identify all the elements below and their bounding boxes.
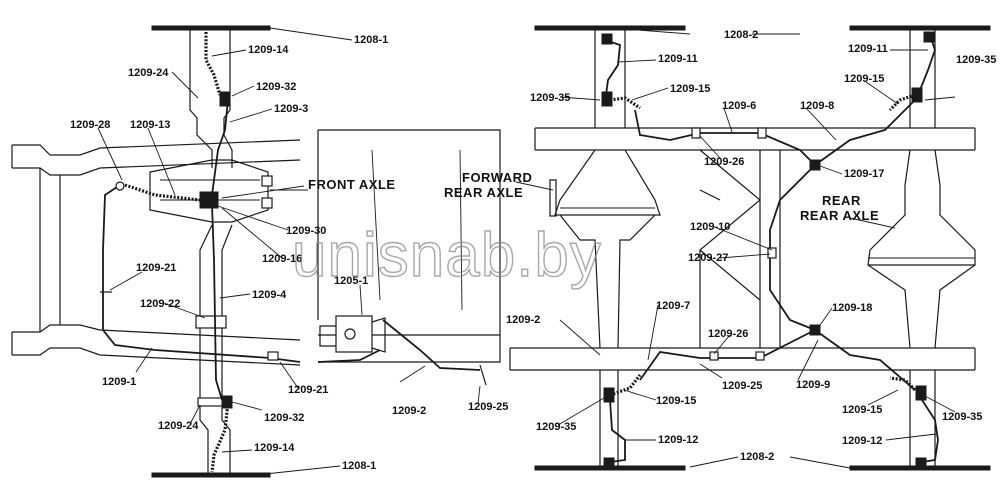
label-1209-9: 1209-9 [796,379,830,391]
label-1209-15-top-right: 1209-15 [844,73,884,85]
label-1209-27: 1209-27 [688,252,728,264]
label-1209-32-top: 1209-32 [256,81,296,93]
label-1209-10: 1209-10 [690,221,730,233]
label-1209-16: 1209-16 [262,253,302,265]
label-1209-22: 1209-22 [140,298,180,310]
tube-1209-11-left [604,39,621,96]
label-1209-21-bottom: 1209-21 [288,384,328,396]
fwd-rear-wheel-bottom [534,465,686,471]
front-axle-section [11,25,301,478]
label-1209-17: 1209-17 [844,168,884,180]
caption-forward-rear-axle-2: REAR AXLE [444,185,523,200]
label-1209-3: 1209-3 [274,103,308,115]
tube-1209-4 [211,204,223,401]
label-1209-26-bottom: 1209-26 [708,328,748,340]
label-1209-28: 1209-28 [70,119,110,131]
caption-front-axle: FRONT AXLE [308,177,396,192]
rear-frame-rail-bottom [509,347,976,371]
label-1209-15-bottom-left: 1209-15 [656,395,696,407]
label-1209-18: 1209-18 [832,302,872,314]
label-1209-15-bottom-right: 1209-15 [842,404,882,416]
caption-forward-rear-axle-1: FORWARD [462,170,532,185]
label-1209-14-bottom: 1209-14 [254,442,295,454]
rear-frame-rail-top [534,127,976,151]
part-labels: 1208-1 1209-14 1209-24 1209-32 1209-3 12… [70,29,996,472]
tube-1209-2-mid [382,319,481,371]
tube-1209-9 [814,329,916,391]
tube-1209-1 [102,184,301,363]
tube-1209-7 [639,329,816,381]
tube-1209-8 [814,99,916,166]
label-1209-21-left: 1209-21 [136,262,176,274]
tube-1209-3 [211,99,229,196]
hose-1209-13 [124,183,201,202]
middle-section [317,129,501,386]
rear-rear-wheel-bottom [849,465,991,471]
label-1209-7: 1209-7 [656,300,690,312]
label-1209-35-bottom-left: 1209-35 [536,421,576,433]
front-wheel-top [151,25,271,31]
rear-rear-wheel-top [849,25,991,31]
left-frame-rails [11,139,301,366]
front-differential [149,159,269,223]
label-1209-26-top: 1209-26 [704,156,744,168]
label-1209-25-mid: 1209-25 [468,401,508,413]
hose-1209-15-tr [888,93,916,112]
label-1209-2-right: 1209-2 [506,314,540,326]
label-1209-32-bottom: 1209-32 [264,412,304,424]
leader-lines [97,27,956,475]
caption-rear-rear-axle-2: REAR AXLE [800,208,879,223]
label-1209-25-right: 1209-25 [722,380,762,392]
label-1209-35-top-right: 1209-35 [956,54,996,66]
hose-1209-14-top [204,32,222,96]
label-1209-6: 1209-6 [722,100,756,112]
front-wheel-bottom [151,472,271,478]
hose-1209-14-bottom [210,401,230,473]
watermark: unisnab.by [292,221,602,290]
label-1209-8: 1209-8 [800,100,834,112]
hose-1209-15-br [889,376,917,392]
label-1209-24-bottom: 1209-24 [158,420,199,432]
label-1208-2-bottom: 1208-2 [740,451,774,463]
forward-rear-axle [554,30,661,466]
label-1209-2-mid: 1209-2 [392,405,426,417]
label-1209-12-left: 1209-12 [658,434,698,446]
label-1209-4: 1209-4 [252,289,287,301]
axle-clamp-upper [195,315,227,329]
label-1209-30: 1209-30 [286,225,326,237]
label-1208-1-top: 1208-1 [354,34,388,46]
cross-members [699,149,781,348]
tee-1209-17 [809,159,821,171]
label-1209-35-top-left: 1209-35 [530,92,570,104]
label-1209-15-top-left: 1209-15 [670,83,710,95]
junction-block-front [199,191,219,209]
label-1209-11-right: 1209-11 [848,43,888,55]
label-1208-1-bottom: 1208-1 [342,460,376,472]
rear-axles-section [509,25,991,471]
label-1205-1: 1205-1 [334,275,368,287]
hose-1209-15-tl [609,96,641,110]
label-1209-14-top: 1209-14 [248,44,289,56]
label-1209-1: 1209-1 [102,376,136,388]
label-1209-35-bottom-right: 1209-35 [942,411,982,423]
label-1209-11-left: 1209-11 [658,53,698,65]
label-1209-12-right: 1209-12 [842,435,882,447]
label-1208-2-top: 1208-2 [724,29,758,41]
fwd-rear-wheel-top [534,25,686,31]
label-1209-24-top: 1209-24 [128,67,169,79]
rear-rear-axle [867,30,976,466]
tee-1209-18 [809,324,821,336]
tube-1209-10 [769,164,816,331]
tube-1209-12-right [921,399,939,463]
caption-rear-rear-axle-1: REAR [822,193,861,208]
tube-1209-11-right [919,34,936,91]
label-1209-13: 1209-13 [130,119,170,131]
front-axle-beam [189,30,233,473]
